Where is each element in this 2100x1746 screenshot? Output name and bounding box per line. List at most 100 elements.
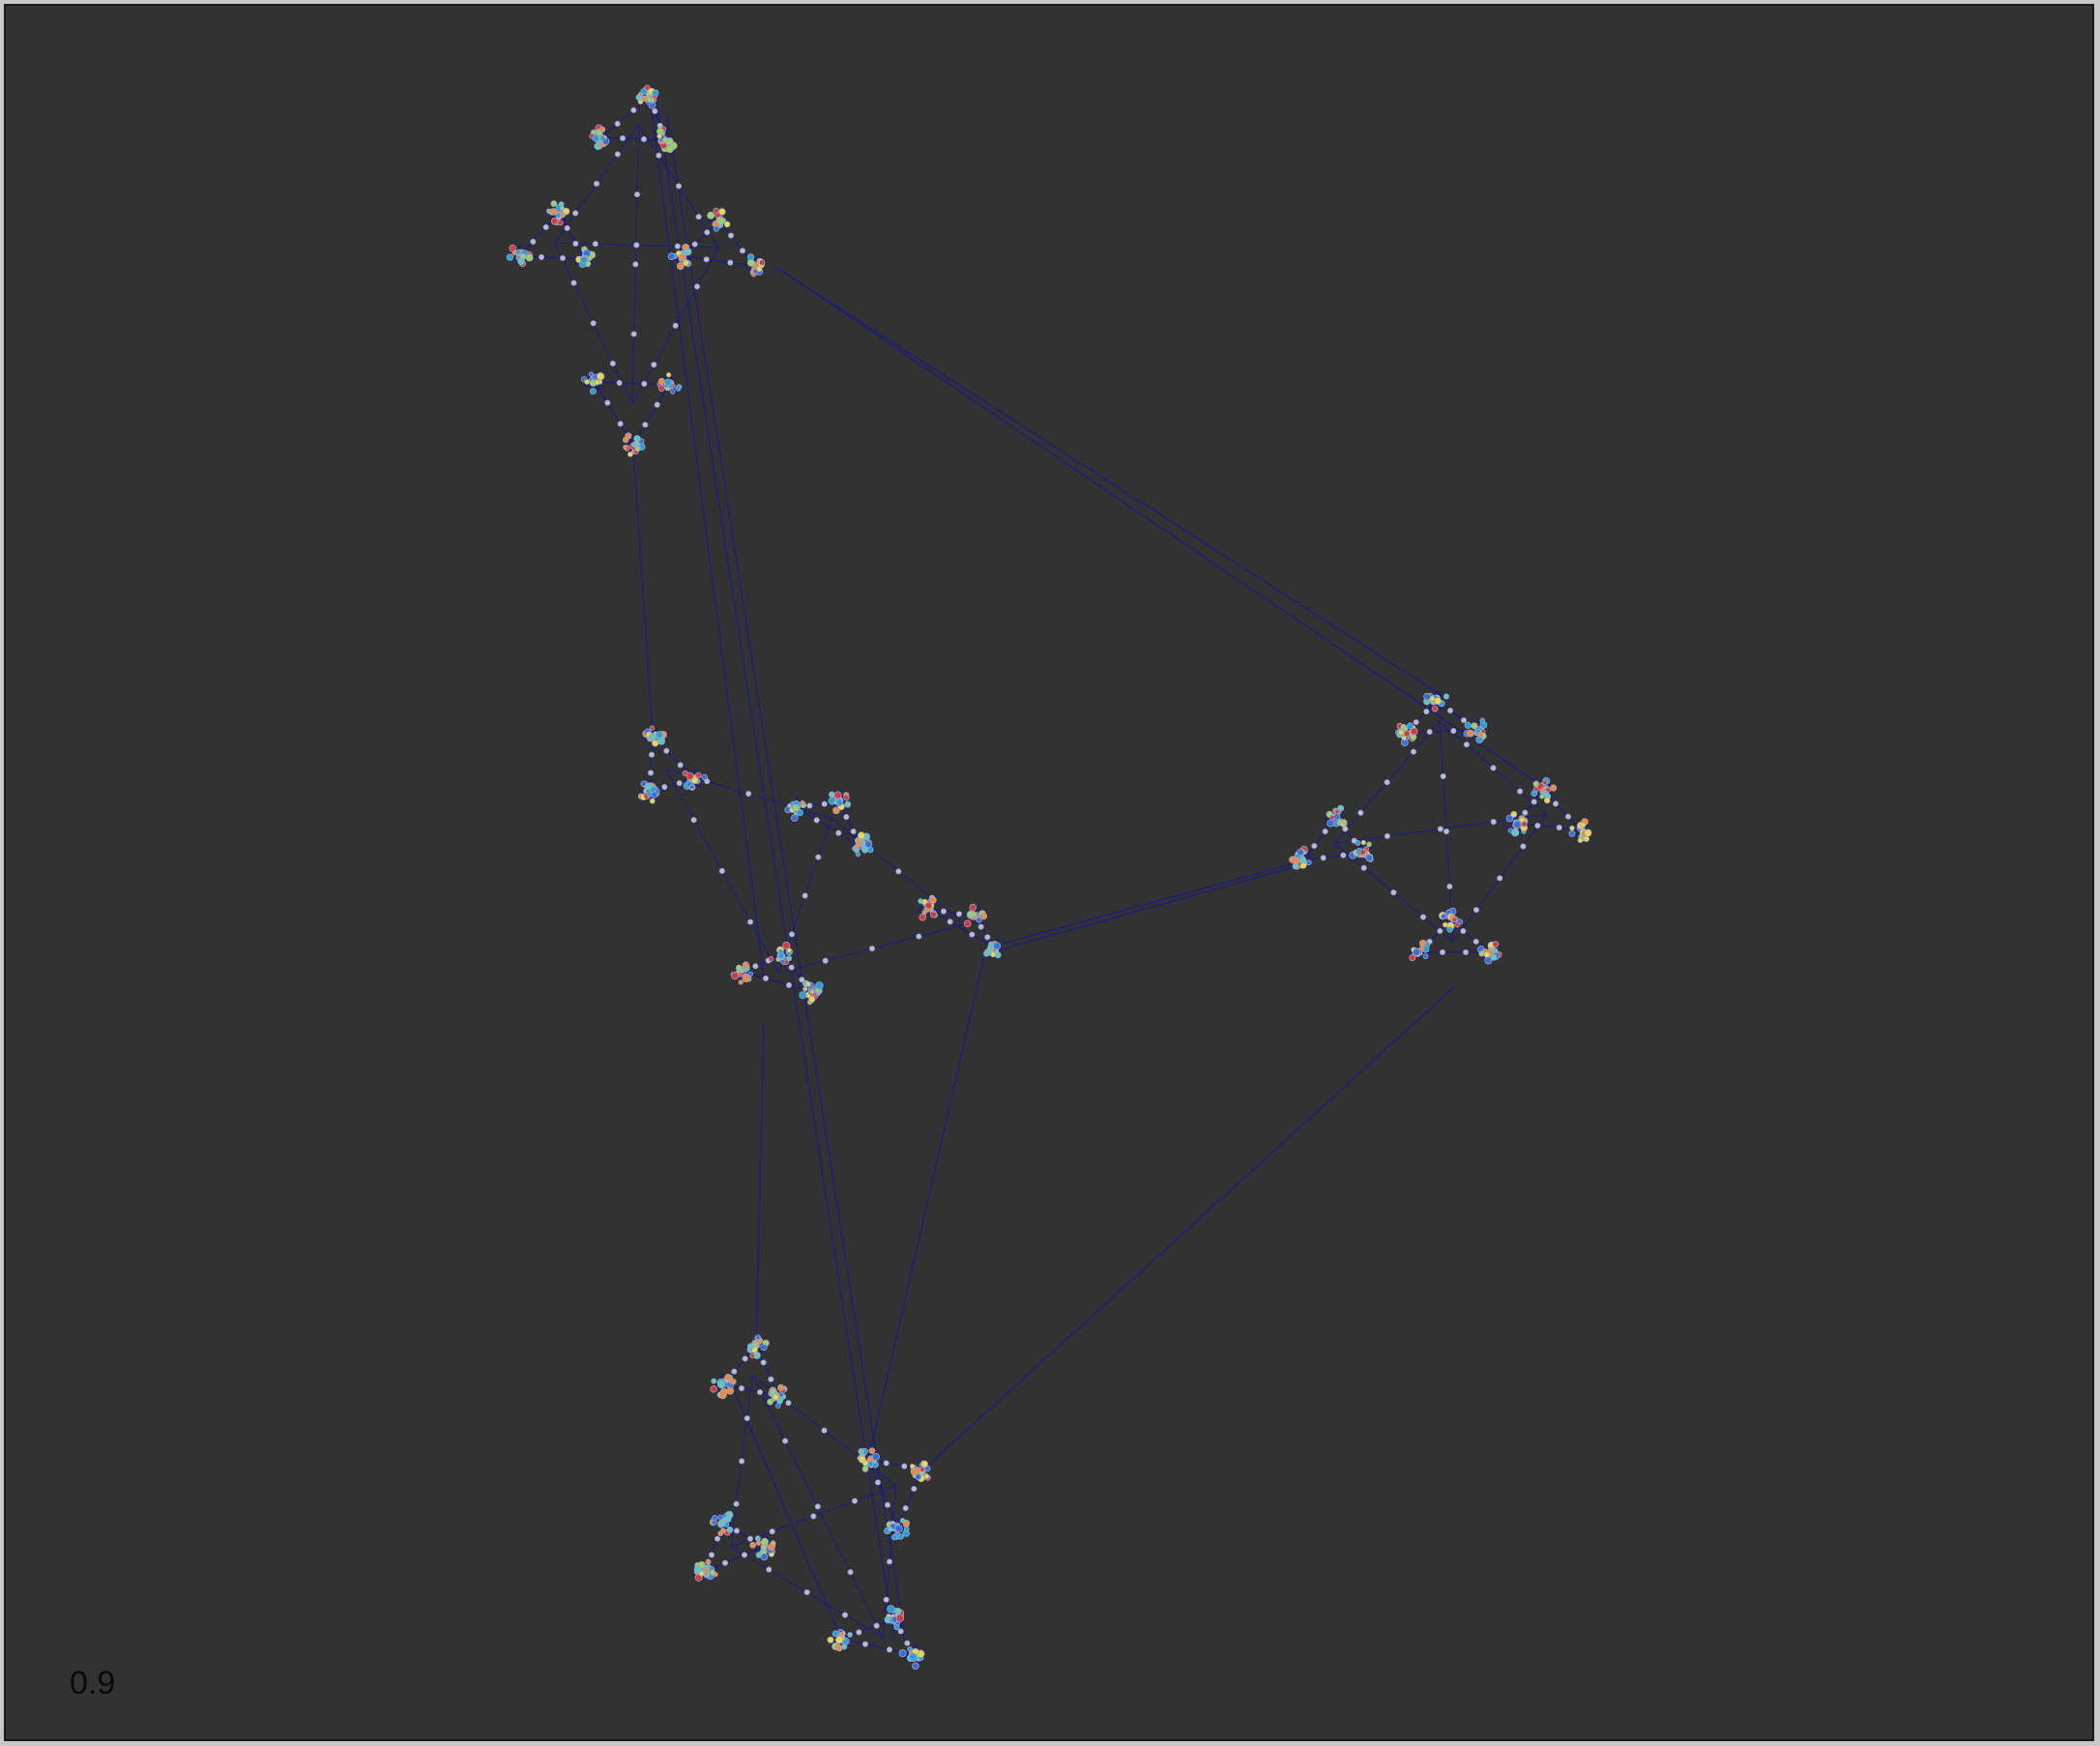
edge-node[interactable] [885,1501,891,1508]
edge-node[interactable] [1320,855,1327,861]
cluster-node[interactable] [1479,717,1486,724]
cluster-node[interactable] [1577,837,1584,844]
edge-node[interactable] [883,1596,890,1603]
edge-node[interactable] [815,854,822,860]
edge-node[interactable] [656,152,662,159]
cluster-node[interactable] [772,1393,779,1401]
cluster-node[interactable] [1545,787,1551,793]
cluster-node[interactable] [596,372,605,381]
edge-node[interactable] [609,360,616,366]
cluster-node[interactable] [856,839,862,846]
cluster-node[interactable] [767,1543,775,1552]
edge-node[interactable] [757,1389,764,1396]
cluster-node[interactable] [667,252,676,261]
cluster-node[interactable] [515,248,521,255]
cluster-node[interactable] [805,981,811,987]
edge-node[interactable] [1490,765,1497,771]
cluster-node[interactable] [1543,797,1551,804]
edge-node[interactable] [715,1535,721,1542]
edge-node[interactable] [869,946,876,952]
edge-node[interactable] [1473,939,1479,946]
cluster-node[interactable] [1410,727,1418,736]
cluster-node[interactable] [651,791,658,799]
cluster-node[interactable] [625,432,631,440]
cluster-node[interactable] [1443,693,1449,700]
edge-node[interactable] [633,242,640,248]
edge-node[interactable] [745,791,752,798]
cluster-node[interactable] [646,97,653,103]
edge-node[interactable] [1426,729,1433,736]
cluster-node[interactable] [689,784,695,790]
cluster-node[interactable] [742,961,749,969]
edge-node[interactable] [616,379,623,386]
cluster-node[interactable] [550,218,559,225]
edge-node[interactable] [956,911,963,917]
cluster-node[interactable] [800,800,805,806]
cluster-node[interactable] [1401,735,1407,741]
edge-node[interactable] [1444,829,1450,835]
edge-node[interactable] [883,1460,890,1467]
cluster-node[interactable] [894,1524,903,1533]
cluster-node[interactable] [1431,705,1439,713]
cluster-node[interactable] [791,814,799,822]
cluster-node[interactable] [1446,926,1453,933]
edge-node[interactable] [742,1552,748,1558]
cluster-node[interactable] [656,133,662,139]
cluster-node[interactable] [690,776,699,785]
cluster-node[interactable] [746,1343,755,1351]
cluster-node[interactable] [1299,857,1307,864]
cluster-node[interactable] [1531,790,1538,798]
cluster-node[interactable] [719,1519,727,1527]
edge-node[interactable] [1423,709,1430,715]
edge-node[interactable] [1340,852,1347,858]
edge-node[interactable] [1534,823,1541,829]
cluster-node[interactable] [909,1652,918,1661]
cluster-node[interactable] [834,1644,842,1651]
edge-node[interactable] [648,770,655,776]
cluster-node[interactable] [834,1636,844,1644]
cluster-node[interactable] [649,798,656,804]
cluster-node[interactable] [796,808,803,817]
edge-node[interactable] [1437,928,1444,935]
cluster-node[interactable] [755,1540,762,1546]
cluster-node[interactable] [923,1473,930,1479]
edge-node[interactable] [806,802,813,809]
cluster-node[interactable] [759,259,766,266]
cluster-node[interactable] [774,1403,781,1409]
edge-node[interactable] [728,232,735,239]
cluster-node[interactable] [792,803,801,812]
cluster-node[interactable] [640,88,648,96]
cluster-node[interactable] [864,840,873,849]
cluster-node[interactable] [1483,950,1491,958]
cluster-node[interactable] [768,956,774,962]
cluster-node[interactable] [720,1389,728,1397]
cluster-node[interactable] [631,442,638,449]
cluster-node[interactable] [919,913,927,921]
edge-node[interactable] [1463,949,1470,956]
cluster-node[interactable] [1409,954,1416,962]
cluster-node[interactable] [670,389,676,394]
cluster-node[interactable] [782,942,791,950]
graph-canvas[interactable]: 0.9 [4,4,2094,1741]
edge-node[interactable] [875,1479,882,1486]
cluster-node[interactable] [754,1535,761,1542]
cluster-node[interactable] [855,851,860,858]
cluster-node[interactable] [976,917,982,923]
edge-node[interactable] [887,1646,893,1653]
cluster-node[interactable] [920,1460,928,1469]
cluster-node[interactable] [579,255,588,264]
edge-node[interactable] [814,1503,821,1510]
edge-node[interactable] [592,241,598,247]
cluster-node[interactable] [1366,841,1372,848]
edge-node[interactable] [1473,907,1479,914]
cluster-node[interactable] [770,1388,777,1395]
cluster-node[interactable] [1403,730,1411,738]
cluster-node[interactable] [835,799,843,807]
edge-node[interactable] [614,151,621,158]
cluster-node[interactable] [735,964,743,972]
cluster-node[interactable] [589,388,597,395]
cluster-node[interactable] [1540,787,1546,794]
cluster-node[interactable] [1418,940,1426,947]
cluster-node[interactable] [899,1518,906,1524]
cluster-node[interactable] [1466,729,1474,738]
